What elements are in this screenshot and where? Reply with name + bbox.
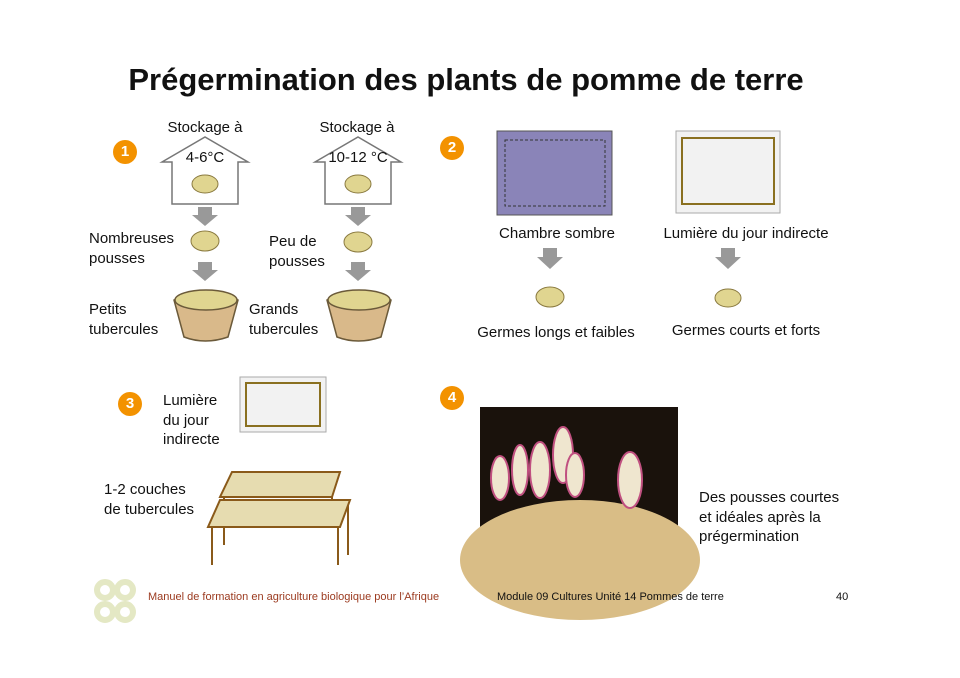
text-line: Peu de <box>269 233 317 250</box>
footer-module: Module 09 Cultures Unité 14 Pommes de te… <box>497 591 724 603</box>
step-badge-3: 3 <box>118 392 142 416</box>
text-line: du jour <box>163 411 209 429</box>
text-line: Lumière <box>163 392 218 409</box>
basket-icon <box>173 289 392 342</box>
text-line: pousses <box>89 249 145 267</box>
light-cloth-icon <box>239 376 327 433</box>
step-badge-1: 1 <box>113 140 137 164</box>
storage-label-left: Stockage à <box>167 119 243 136</box>
indirect-light-label: Lumière du jour indirecte <box>663 225 829 242</box>
text-line: tubercules <box>89 320 159 338</box>
result-right: Germes courts et forts <box>671 322 821 339</box>
tubers-left: Petits tubercules <box>89 300 158 339</box>
arrow-down-icon <box>192 207 741 281</box>
step-badge-4: 4 <box>440 386 464 410</box>
text-line: indirecte <box>163 431 220 448</box>
logo-icon <box>94 579 136 623</box>
text-line: Petits <box>89 301 127 318</box>
text-line: pousses <box>269 252 325 270</box>
text-line: Nombreuses <box>89 230 175 247</box>
text-line: 1-2 couches <box>104 481 186 498</box>
tubers-right: Grands tubercules <box>249 300 318 339</box>
sprouted-potato-photo <box>460 407 700 620</box>
step-badge-2: 2 <box>440 136 464 160</box>
text-line: et idéales après la <box>699 508 821 526</box>
dark-cloth-icon <box>496 130 613 216</box>
footer-manual: Manuel de formation en agriculture biolo… <box>148 591 440 603</box>
text-line: tubercules <box>249 320 319 338</box>
temp-left: 4-6°C <box>185 149 225 166</box>
text-line: Des pousses courtes <box>699 489 840 506</box>
light-cloth-icon <box>675 130 781 214</box>
text-line: de tubercules <box>104 500 195 518</box>
temp-right: 10-12 °C <box>328 149 388 166</box>
page-number: 40 <box>836 591 849 603</box>
text-line: prégermination <box>699 528 800 545</box>
potato-icon <box>190 174 742 308</box>
sprouts-right: Peu de pousses <box>269 232 325 271</box>
indirect-light-text: Lumière du jour indirecte <box>163 391 220 450</box>
house-icon <box>159 136 404 205</box>
text-line: Grands <box>249 301 299 318</box>
layers-text: 1-2 couches de tubercules <box>104 480 194 519</box>
slide-title: Prégermination des plants de pomme de te… <box>128 62 804 97</box>
dark-room-label: Chambre sombre <box>499 225 615 242</box>
result-left: Germes longs et faibles <box>477 324 635 341</box>
photo-caption: Des pousses courtes et idéales après la pr… <box>699 488 839 547</box>
storage-label-right: Stockage à <box>319 119 395 136</box>
sprouts-left: Nombreuses pousses <box>89 229 174 268</box>
table-icon <box>206 471 352 565</box>
